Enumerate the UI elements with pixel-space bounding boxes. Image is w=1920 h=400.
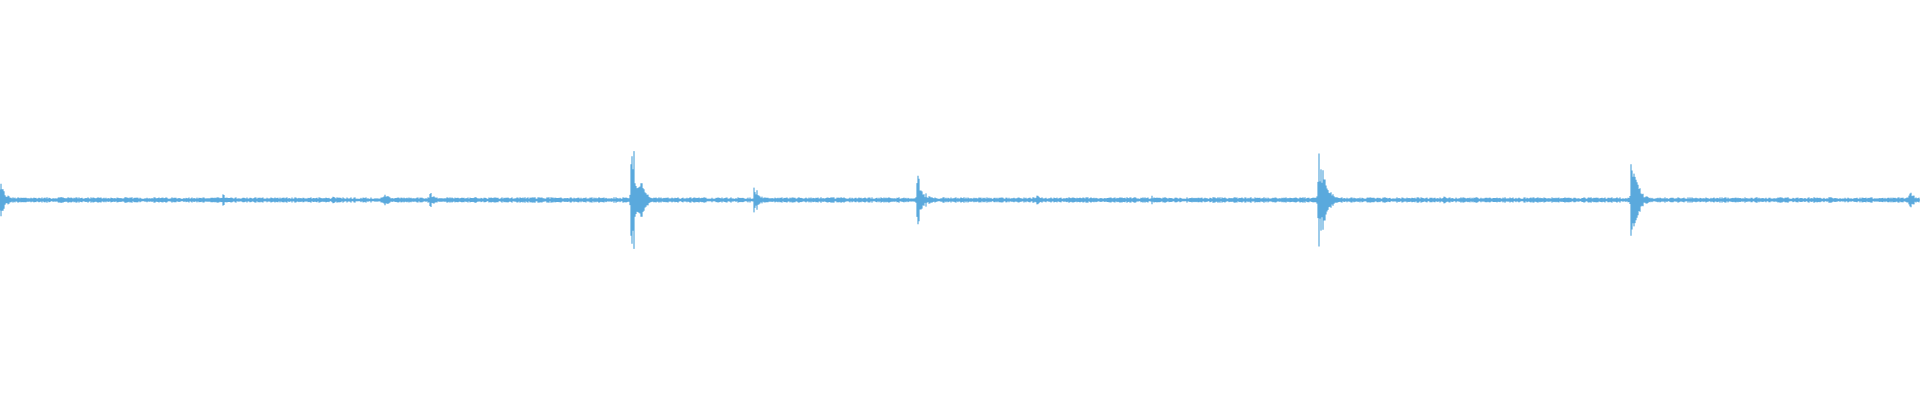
waveform-series bbox=[0, 151, 1920, 249]
